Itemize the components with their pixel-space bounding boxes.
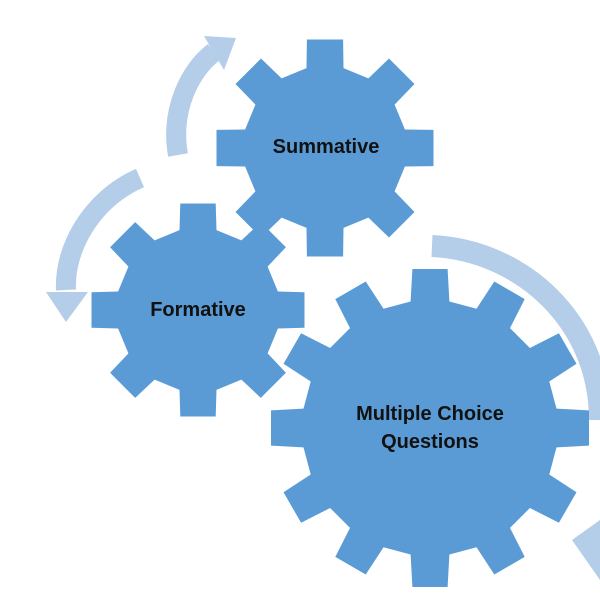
gear-body-summative [216, 39, 434, 257]
gear-label-formative: Formative [150, 299, 246, 321]
gear-label-mcq-line2: Questions [381, 431, 479, 453]
gear-body-formative [91, 203, 305, 417]
arrow-down-left-head [46, 292, 88, 322]
arrow-up-curved [166, 44, 221, 157]
arrow-up-head [204, 36, 236, 70]
gear-summative [216, 39, 434, 257]
arrow-left-curved [55, 168, 145, 291]
gear-formative [91, 203, 305, 417]
gear-body-mcq [271, 269, 589, 587]
gear-multiple-choice-questions [271, 269, 589, 587]
cycle-arrows [46, 36, 600, 580]
arrow-down-right-head [572, 520, 600, 580]
gear-label-mcq-line1: Multiple Choice [356, 403, 504, 425]
gear-label-summative: Summative [273, 136, 380, 158]
arrow-right-curved [431, 235, 600, 421]
